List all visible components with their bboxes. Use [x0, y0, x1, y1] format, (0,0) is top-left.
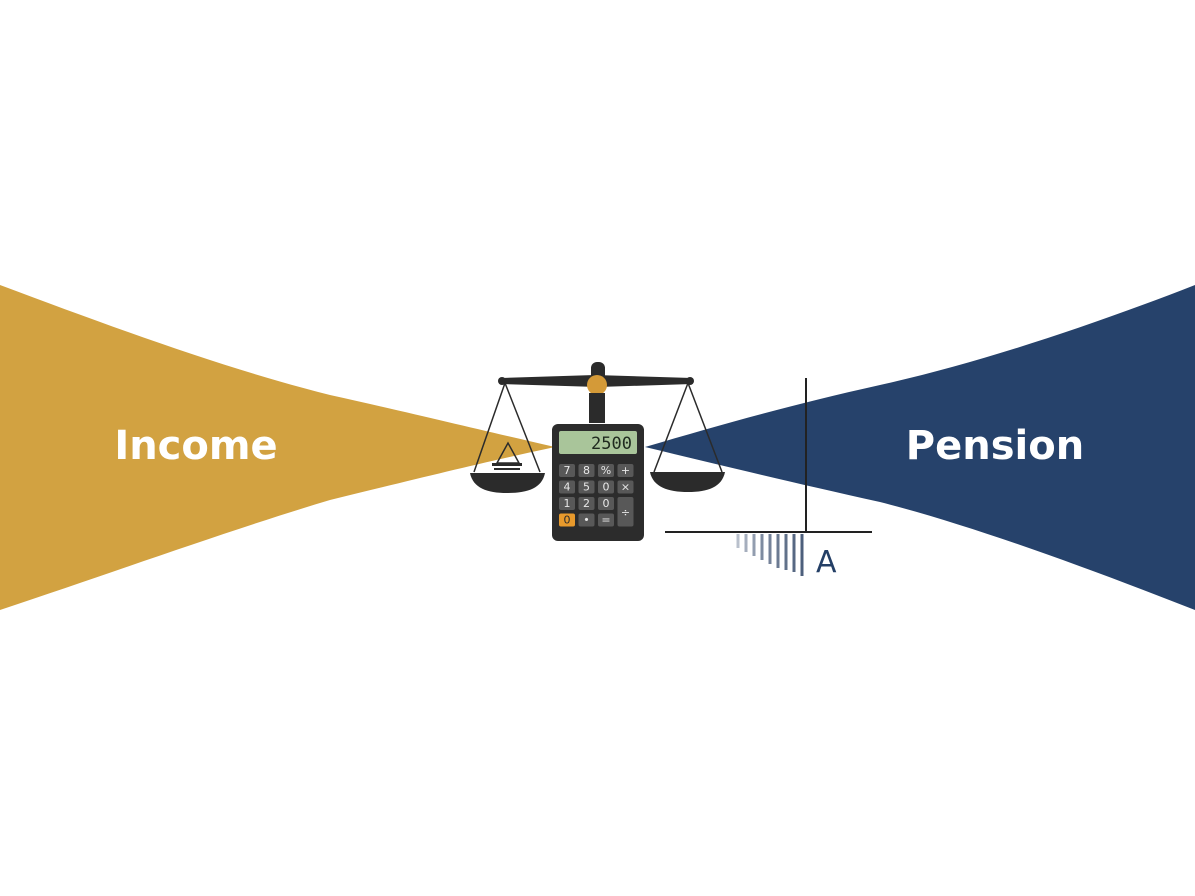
calculator-key [559, 497, 575, 510]
calculator-key-label: 0 [603, 497, 610, 510]
calculator-key-label: = [601, 514, 610, 527]
pension-label: Pension [906, 423, 1084, 469]
calculator-key [617, 464, 634, 477]
calculator-key-label: 7 [564, 464, 571, 477]
calculator-display: 2500 [591, 434, 632, 454]
pension-funnel [645, 285, 1195, 610]
calculator-key-label: + [621, 464, 630, 477]
calculator-screen [559, 431, 637, 454]
calculator-key [617, 497, 634, 527]
calculator-key [598, 480, 614, 494]
calculator-key-label: 8 [583, 464, 590, 477]
calculator-key [578, 497, 595, 510]
calculator-key-label: 5 [583, 481, 590, 494]
calculator-key [598, 497, 614, 510]
income-label: Income [114, 423, 277, 469]
calculator-key [598, 464, 614, 477]
calculator-key [598, 513, 614, 527]
calculator-key [578, 464, 595, 477]
calculator-key [559, 464, 575, 477]
calculator-key-label: ÷ [621, 506, 630, 519]
balance-scale-icon [470, 362, 725, 493]
income-funnel [0, 285, 555, 610]
calculator-key [578, 480, 595, 494]
axis-label-a: A [816, 545, 837, 580]
axis-graphic: A [665, 378, 872, 580]
calculator-key [559, 513, 575, 527]
calculator-key-label: 0 [603, 481, 610, 494]
axis-hatching [736, 534, 804, 576]
calculator-key-label: 4 [564, 481, 571, 494]
calculator-key-label: • [583, 514, 590, 527]
calculator-key [617, 480, 634, 494]
calculator-key-label: × [621, 481, 630, 494]
calculator-key-label: 1 [564, 497, 571, 510]
calculator-key-label: 2 [583, 497, 590, 510]
calculator-key-label: 0 [564, 514, 571, 527]
calculator-key [578, 513, 595, 527]
calculator-key [559, 480, 575, 494]
calculator-key-label: % [601, 464, 611, 477]
